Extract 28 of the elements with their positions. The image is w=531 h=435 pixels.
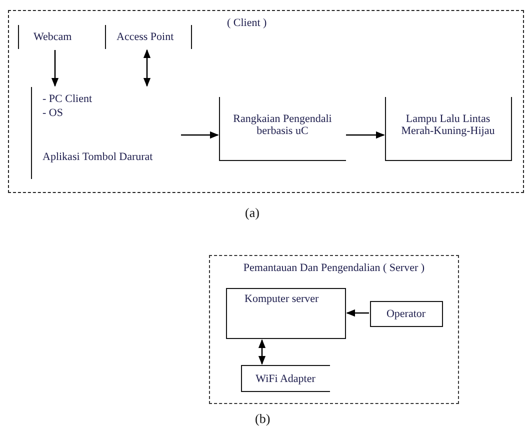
group-title: Pemantauan Dan Pengendalian ( Server ) xyxy=(242,262,426,275)
arrow xyxy=(258,339,266,365)
block-label: Aplikasi Tombol Darurat xyxy=(42,150,153,164)
block-label: Access Point xyxy=(116,30,174,44)
figure-label: (a) xyxy=(245,205,260,221)
block-label: - PC Client xyxy=(42,92,92,106)
group-title: ( Client ) xyxy=(227,17,267,30)
block-label: Komputer server xyxy=(244,292,319,306)
block-label: WiFi Adapter xyxy=(254,372,316,386)
block-box xyxy=(218,96,346,160)
arrow xyxy=(51,50,59,87)
figure-label: (b) xyxy=(255,411,270,427)
client-group xyxy=(8,10,524,193)
block-box xyxy=(240,364,330,392)
block-box xyxy=(370,300,442,326)
block-box xyxy=(18,24,106,48)
arrow xyxy=(346,131,385,139)
arrow xyxy=(143,49,151,87)
block-box xyxy=(384,96,512,160)
block-box xyxy=(226,288,346,338)
block-label: Rangkaian Pengendali berbasis uC xyxy=(232,112,333,138)
block-label: Webcam xyxy=(34,30,72,44)
block-label: Lampu Lalu Lintas Merah-Kuning-Hijau xyxy=(400,112,496,138)
block-label: Operator xyxy=(385,308,427,320)
arrow xyxy=(181,131,219,139)
server-group xyxy=(209,255,459,404)
block-label: - OS xyxy=(42,106,63,120)
arrow xyxy=(346,309,369,317)
